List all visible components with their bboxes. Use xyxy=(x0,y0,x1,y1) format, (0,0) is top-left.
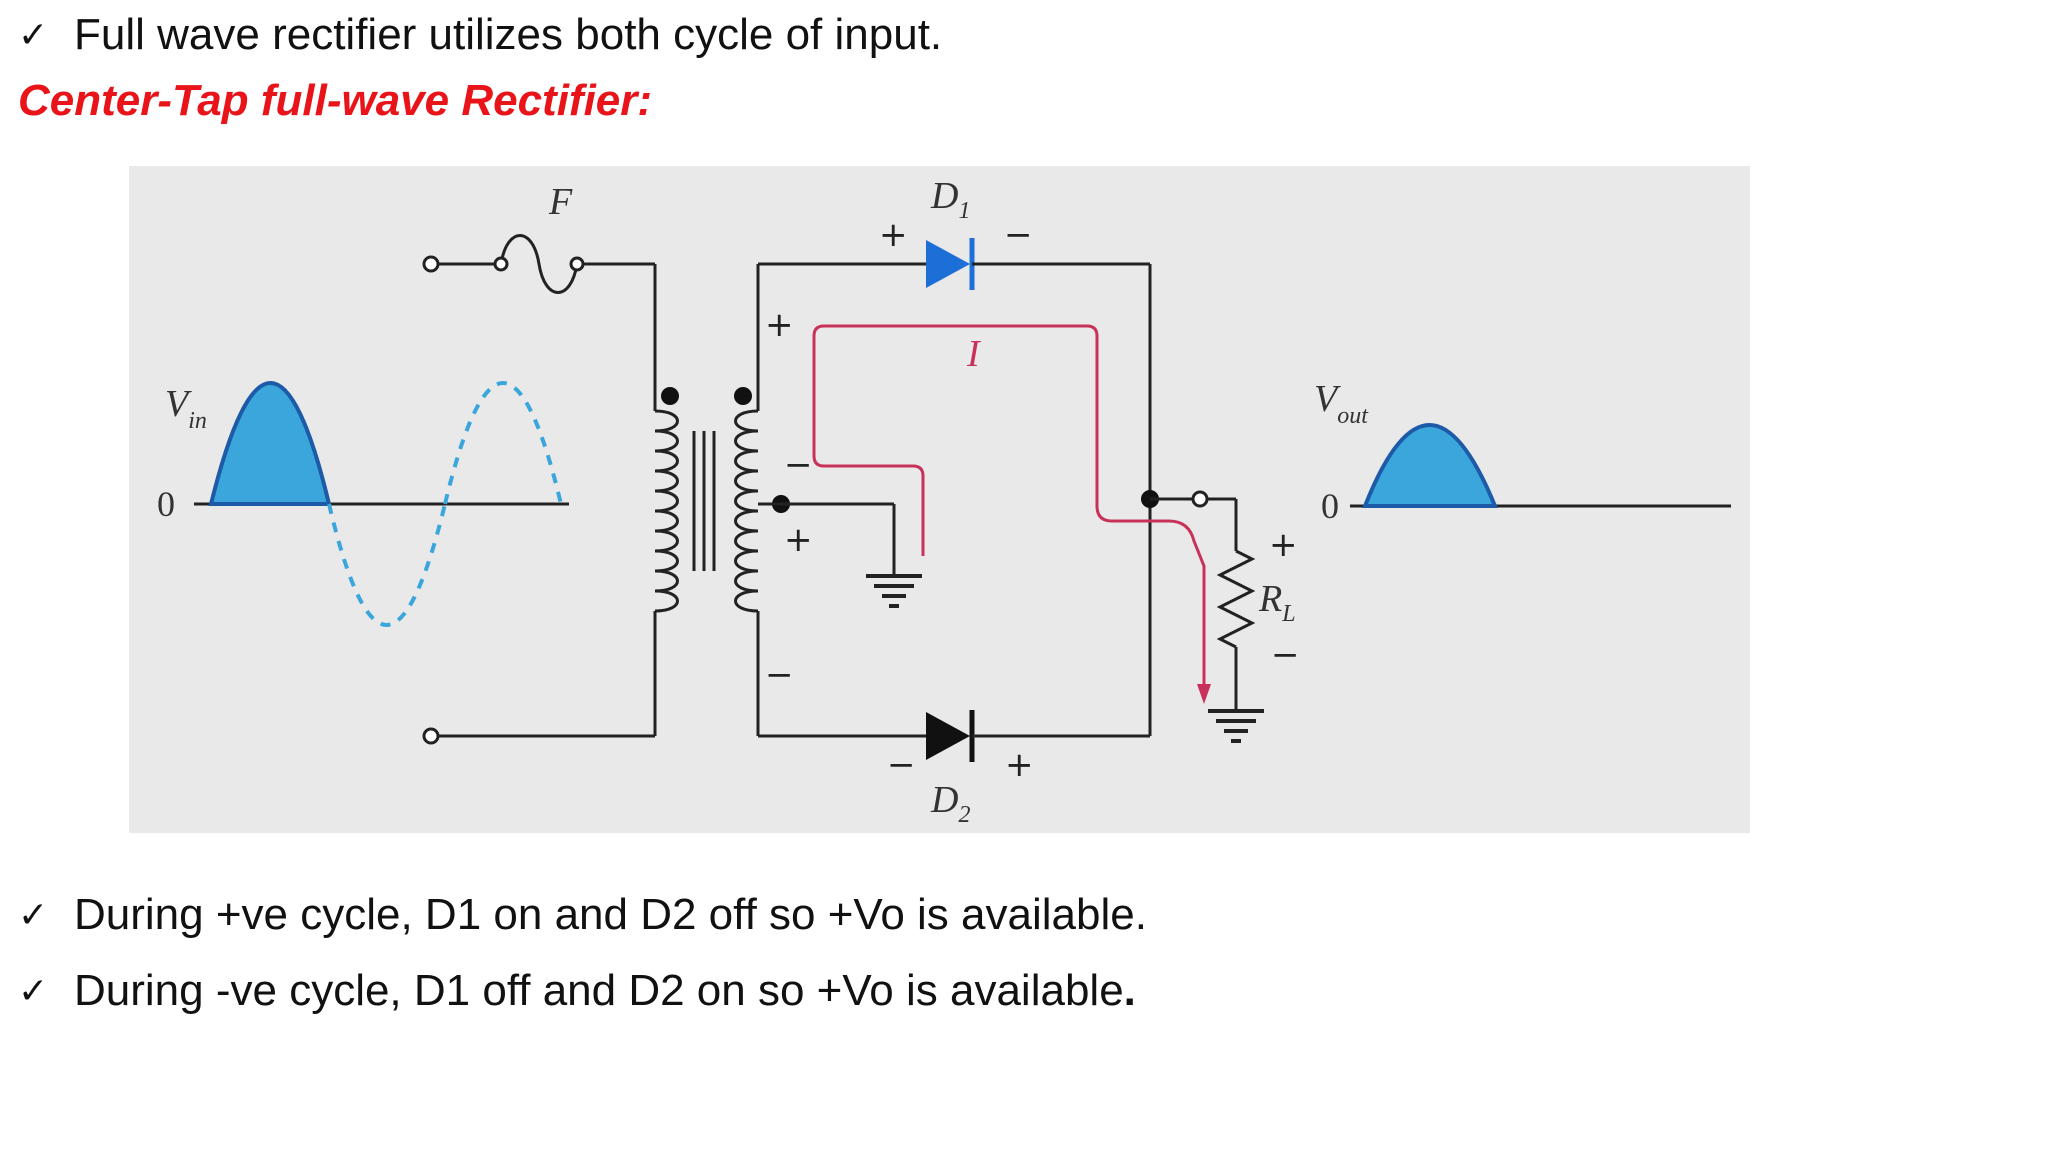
fuse-label: F xyxy=(548,181,573,223)
secondary-coil xyxy=(734,409,759,613)
current-label: I xyxy=(966,333,982,375)
checkmark-icon: ✓ xyxy=(18,970,49,1012)
vin-zero-label: 0 xyxy=(157,484,175,524)
checkmark-icon: ✓ xyxy=(18,894,49,936)
current-path-positive: I xyxy=(812,324,1211,704)
rl-plus: + xyxy=(1269,525,1298,565)
output-positive-half-fill xyxy=(1362,423,1498,508)
input-terminal-top xyxy=(422,255,440,273)
secondary-top-plus: + xyxy=(765,305,794,345)
d1-cathode-minus: − xyxy=(1004,215,1033,255)
secondary-mid-plus: + xyxy=(784,520,813,560)
input-terminal-bottom xyxy=(422,727,440,745)
bullet-period: . xyxy=(1123,966,1136,1015)
center-tap-ground-icon xyxy=(866,574,922,608)
bullet-negative-cycle: ✓ During -ve cycle, D1 off and D2 on so … xyxy=(18,966,1136,1016)
d1-label: D1 xyxy=(930,175,970,224)
rl-minus: − xyxy=(1271,635,1300,675)
vin-label: Vin xyxy=(165,383,207,434)
secondary-bottom-minus: − xyxy=(765,655,794,695)
d2-label: D2 xyxy=(930,779,970,828)
current-arrow-icon xyxy=(1197,684,1211,704)
output-terminal xyxy=(1191,490,1209,508)
transformer-core xyxy=(692,431,716,571)
d2-cathode-plus: + xyxy=(1005,745,1034,785)
bullet-full-wave: ✓ Full wave rectifier utilizes both cycl… xyxy=(18,10,942,60)
transformer-secondary: + − + − xyxy=(734,264,922,736)
primary-coil xyxy=(654,409,679,613)
input-next-positive-dashed xyxy=(443,381,563,505)
secondary-mid-minus: − xyxy=(784,445,813,485)
center-tap-rectifier-diagram: Vin 0 F + xyxy=(129,166,1750,833)
load-resistor-icon xyxy=(1216,549,1256,649)
vout-label: Vout xyxy=(1314,378,1369,429)
diode-d1-branch: D1 + − xyxy=(758,175,1150,290)
input-waveform: Vin 0 xyxy=(157,381,569,627)
primary-dot xyxy=(661,387,679,405)
bullet-text: During -ve cycle, D1 off and D2 on so +V… xyxy=(74,966,1124,1015)
section-heading: Center-Tap full-wave Rectifier: xyxy=(18,76,653,125)
input-negative-half-dashed xyxy=(327,503,447,627)
transformer-primary: F xyxy=(422,181,679,745)
fuse-symbol xyxy=(499,234,579,294)
bullet-text: During +ve cycle, D1 on and D2 off so +V… xyxy=(74,890,1147,939)
d1-anode-plus: + xyxy=(879,215,908,255)
input-positive-half-fill xyxy=(208,381,332,506)
checkmark-icon: ✓ xyxy=(18,14,49,56)
rl-label: RL xyxy=(1258,578,1296,627)
diode-d2-icon xyxy=(926,712,970,760)
diode-d2-branch: D2 − + xyxy=(758,710,1150,828)
load-ground-icon xyxy=(1208,709,1264,743)
load-section: RL + − xyxy=(1141,264,1300,743)
bullet-positive-cycle: ✓ During +ve cycle, D1 on and D2 off so … xyxy=(18,890,1147,940)
secondary-dot xyxy=(734,387,752,405)
output-waveform: Vout 0 xyxy=(1314,378,1731,526)
diode-d1-icon xyxy=(926,240,970,288)
d2-anode-minus: − xyxy=(887,745,916,785)
bullet-text: Full wave rectifier utilizes both cycle … xyxy=(74,10,943,59)
vout-zero-label: 0 xyxy=(1321,486,1339,526)
